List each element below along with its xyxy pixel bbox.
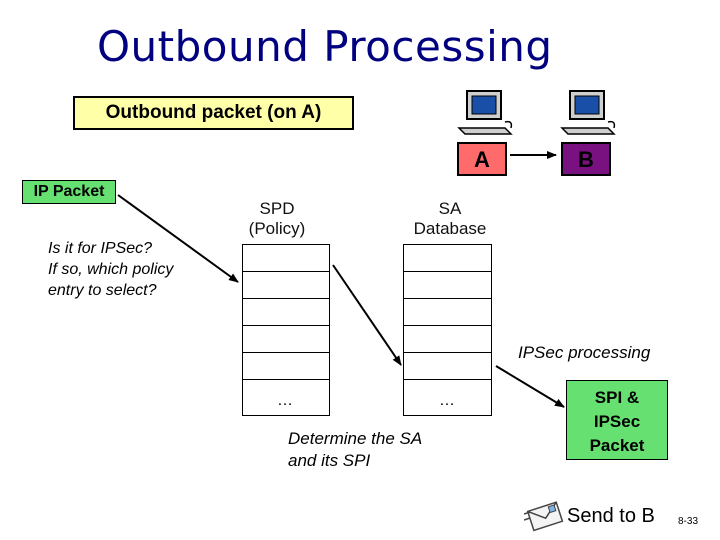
spd-row (243, 299, 329, 326)
spd-row (243, 245, 329, 272)
ip-packet-box: IP Packet (22, 180, 116, 204)
slide-title: Outbound Processing (97, 22, 553, 71)
spi-ipsec-packet-box: SPI & IPSec Packet (566, 380, 668, 460)
sa-table (403, 244, 492, 416)
ipsec-processing-label: IPSec processing (518, 343, 651, 362)
determine-line: Determine the SA (288, 429, 423, 448)
spi-line: SPI & (594, 388, 640, 407)
sa-ellipsis: … (439, 392, 455, 409)
sa-row (404, 353, 491, 380)
spd-header-line: (Policy) (248, 219, 306, 238)
sa-row (404, 272, 491, 299)
spi-line: Packet (589, 436, 645, 455)
spi-line: IPSec (593, 412, 641, 431)
sa-header-line: Database (413, 219, 487, 238)
spd-row (243, 326, 329, 353)
outbound-packet-label: Outbound packet (on A) (73, 96, 354, 130)
determine-sa-label: Determine the SA and its SPI (288, 428, 478, 472)
host-a-label: A (457, 142, 507, 176)
determine-line: and its SPI (288, 451, 371, 470)
spd-row (243, 353, 329, 380)
computer-b-icon (560, 90, 616, 135)
question-line: Is it for IPSec? (48, 240, 153, 257)
sa-header: SA Database (402, 199, 498, 239)
send-to-b-label: Send to B (567, 505, 655, 527)
spd-header: SPD (Policy) (242, 199, 312, 239)
spd-row (243, 272, 329, 299)
ipsec-processing-arrow (495, 365, 565, 408)
page-number: 8-33 (678, 516, 699, 527)
sa-row (404, 299, 491, 326)
host-b-label: B (561, 142, 611, 176)
policy-arrow (117, 194, 239, 283)
computer-a-icon (457, 90, 513, 135)
mail-icon (524, 501, 564, 532)
policy-question: Is it for IPSec? If so, which policy ent… (48, 238, 248, 301)
sa-row (404, 326, 491, 353)
sa-row (404, 245, 491, 272)
spd-table (242, 244, 330, 416)
question-line: entry to select? (48, 282, 157, 299)
sa-header-line: SA (438, 199, 462, 218)
question-line: If so, which policy (48, 261, 174, 278)
spd-header-line: SPD (259, 199, 295, 218)
sa-lookup-arrow (332, 264, 402, 366)
spd-ellipsis: … (277, 392, 293, 409)
